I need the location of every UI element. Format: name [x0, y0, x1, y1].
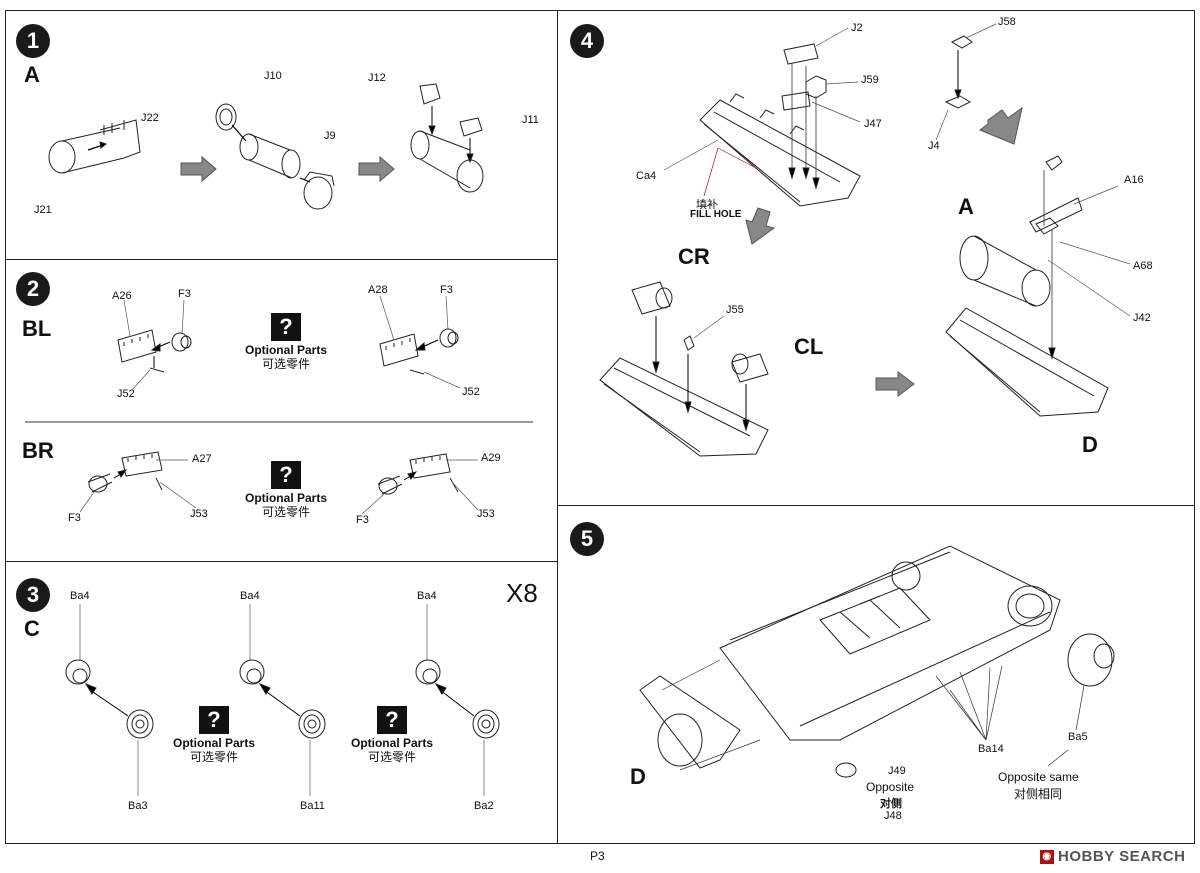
- step4-art: [599, 23, 1131, 457]
- label-ba5: Ba5: [1068, 731, 1088, 743]
- label-j21: J21: [34, 204, 52, 216]
- optional-parts-note: ? Optional Parts 可选零件: [238, 461, 334, 519]
- step5-sub-d: D: [630, 764, 646, 789]
- step4-sub-cr: CR: [678, 244, 710, 269]
- step1-sub-a: A: [24, 62, 40, 87]
- step4-sub-d: D: [1082, 432, 1098, 457]
- label-f3: F3: [356, 514, 369, 526]
- label-ba14: Ba14: [978, 743, 1004, 755]
- step5-art: [639, 545, 1115, 778]
- step1-art: [48, 83, 484, 210]
- question-icon: ?: [271, 313, 301, 341]
- optional-parts-note: ? Optional Parts 可选零件: [238, 313, 334, 371]
- label-j9: J9: [324, 130, 336, 142]
- label-j4: J4: [928, 140, 940, 152]
- step3-sub-c: C: [24, 616, 40, 641]
- label-j2: J2: [851, 22, 863, 34]
- step3-art: [65, 604, 500, 796]
- step4-panel: [557, 10, 1195, 506]
- step4-sub-a: A: [958, 194, 974, 219]
- label-j11: J11: [522, 114, 539, 126]
- label-a26: A26: [112, 290, 132, 302]
- step4-number: 4: [570, 24, 604, 58]
- hobby-search-logo-icon: ◉: [1040, 850, 1054, 865]
- fill-hole-en: FILL HOLE: [690, 209, 742, 220]
- optional-parts-en: Optional Parts: [244, 491, 327, 505]
- label-a27: A27: [192, 453, 212, 465]
- opposite-same-cn: 对侧相同: [1014, 787, 1063, 801]
- step2-sub-bl: BL: [22, 316, 52, 341]
- step4-sub-cl: CL: [794, 334, 824, 359]
- step2-sub-br: BR: [22, 438, 54, 463]
- label-ba11: Ba11: [300, 800, 325, 812]
- label-j58: J58: [998, 16, 1016, 28]
- label-a28: A28: [368, 284, 388, 296]
- label-j42: J42: [1133, 312, 1151, 324]
- label-j53: J53: [477, 508, 495, 520]
- label-f3: F3: [178, 288, 191, 300]
- step5-panel: [557, 505, 1195, 844]
- label-j12: J12: [368, 72, 386, 84]
- label-j22: J22: [141, 112, 159, 124]
- optional-parts-cn: 可选零件: [189, 750, 238, 764]
- opposite-cn: 对侧: [880, 798, 902, 810]
- optional-parts-en: Optional Parts: [172, 736, 255, 750]
- watermark: ◉ HOBBY SEARCH: [1040, 848, 1185, 865]
- optional-parts-en: Optional Parts: [244, 343, 327, 357]
- label-j59: J59: [861, 74, 879, 86]
- label-j47: J47: [864, 118, 882, 130]
- label-f3: F3: [68, 512, 81, 524]
- fill-hole-cn: 填补: [696, 199, 718, 211]
- multiplier-x8: X8: [506, 578, 538, 608]
- optional-parts-note: ? Optional Parts 可选零件: [166, 706, 262, 764]
- step5-number: 5: [570, 522, 604, 556]
- step3-number: 3: [16, 578, 50, 612]
- question-icon: ?: [199, 706, 229, 734]
- label-a16: A16: [1124, 174, 1144, 186]
- label-ba2: Ba2: [474, 800, 494, 812]
- label-ba4: Ba4: [417, 590, 437, 602]
- label-j53: J53: [190, 508, 208, 520]
- question-icon: ?: [377, 706, 407, 734]
- step2-number: 2: [16, 272, 50, 306]
- optional-parts-cn: 可选零件: [261, 357, 310, 371]
- optional-parts-cn: 可选零件: [367, 750, 416, 764]
- question-icon: ?: [271, 461, 301, 489]
- label-j52: J52: [117, 388, 135, 400]
- label-ba3: Ba3: [128, 800, 148, 812]
- opposite-en: Opposite: [866, 780, 915, 794]
- watermark-text: HOBBY SEARCH: [1058, 848, 1186, 865]
- opposite-same-en: Opposite same: [998, 770, 1079, 784]
- label-a29: A29: [481, 452, 501, 464]
- label-ba4: Ba4: [240, 590, 260, 602]
- label-ca4: Ca4: [636, 170, 657, 182]
- optional-parts-cn: 可选零件: [261, 505, 310, 519]
- label-j49: J49: [888, 765, 906, 777]
- label-j48: J48: [884, 810, 902, 822]
- label-j55: J55: [726, 304, 744, 316]
- optional-parts-note: ? Optional Parts 可选零件: [344, 706, 440, 764]
- label-j10: J10: [264, 70, 282, 82]
- label-f3: F3: [440, 284, 453, 296]
- page-number: P3: [590, 849, 605, 863]
- label-a68: A68: [1133, 260, 1153, 272]
- step1-number: 1: [16, 24, 50, 58]
- label-j52: J52: [462, 386, 480, 398]
- step2-art: [25, 295, 533, 515]
- step2-panel: [5, 259, 558, 562]
- label-ba4: Ba4: [70, 590, 90, 602]
- optional-parts-en: Optional Parts: [350, 736, 433, 750]
